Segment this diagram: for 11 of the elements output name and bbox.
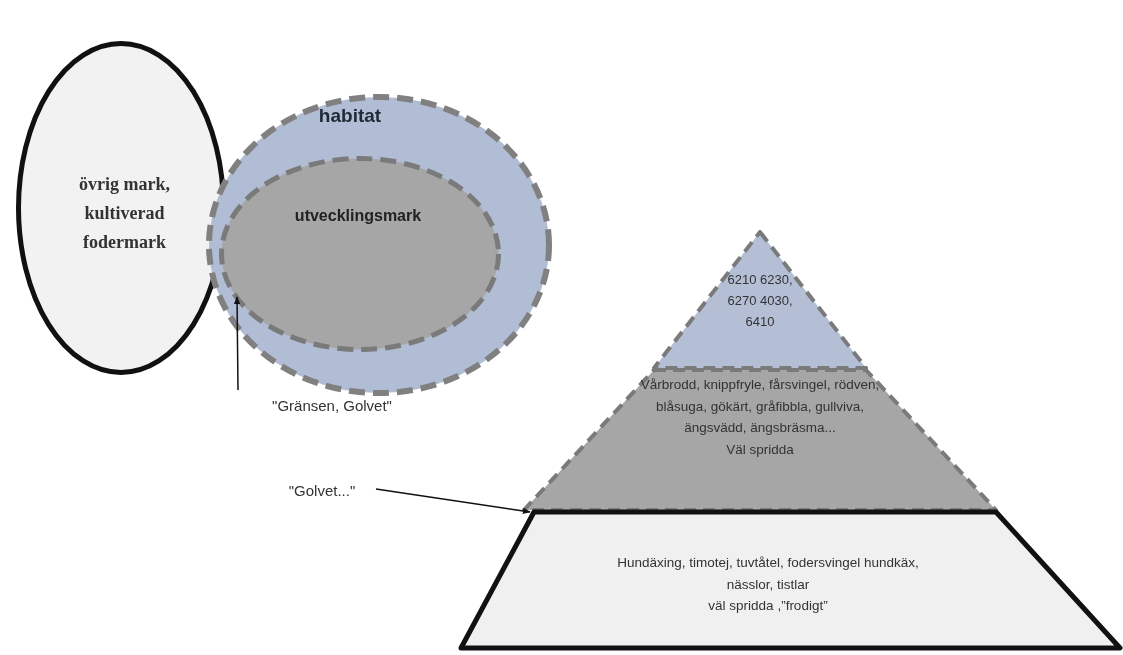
annotation-text: "Golvet...": [288, 481, 356, 501]
pyramid-text: Vårbrodd, knippfryle, fårsvingel, rödven, blåsuga, gökärt, gråfibbla, gullviva, ängsvädd, ängsbräsma...: [639, 376, 881, 438]
pyramid-text: väl spridda ,”frodigt”: [708, 597, 828, 616]
annotation-text: "Gränsen, Golvet": [272, 396, 392, 416]
circle-label: habitat: [318, 104, 382, 128]
arrow: [375, 488, 531, 515]
pyramid-text: 6210 6230, 6270 4030, 6410: [726, 271, 794, 331]
arrow: [233, 296, 241, 391]
ellipse-label: övrig mark, kultiverad fodermark: [78, 173, 171, 254]
pyramid-text: Väl spridda: [726, 440, 794, 459]
ellipse-label: utvecklingsmark: [294, 206, 422, 226]
